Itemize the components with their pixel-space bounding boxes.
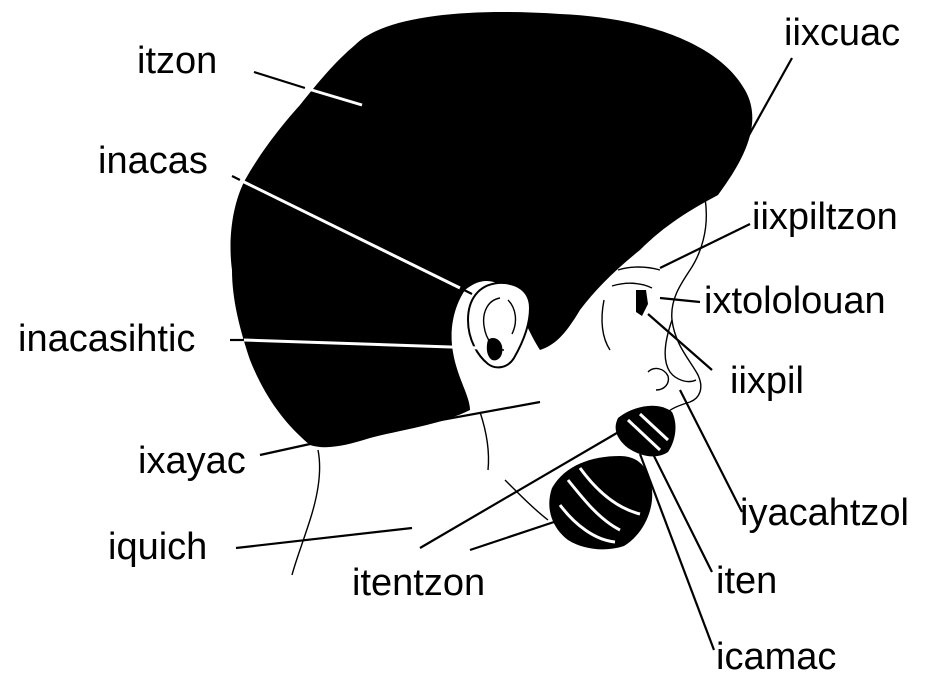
jaw-line (480, 412, 489, 470)
label-ixayac: ixayac (138, 442, 246, 480)
leader-iyacahtzol (680, 390, 742, 512)
beard-shape (549, 456, 652, 549)
cheek-line (602, 300, 610, 350)
leader-itentzon-b (470, 520, 560, 550)
leader-ixayac (260, 444, 310, 455)
leader-ixtololouan (660, 298, 700, 302)
label-inacasihtic: inacasihtic (18, 320, 195, 358)
eyelid-stroke (612, 283, 652, 288)
label-itentzon: itentzon (352, 564, 485, 602)
neck-back-line (292, 450, 320, 575)
nostril-line (648, 369, 668, 390)
leader-iixpil (648, 314, 712, 370)
eye-pupil (636, 290, 648, 316)
leader-inacas (232, 176, 240, 180)
label-iixcuac: iixcuac (784, 14, 900, 52)
face-profile-line (668, 198, 706, 412)
mustache-shape (616, 406, 676, 457)
leader-iquich (236, 528, 412, 548)
leader-itzon (254, 72, 305, 88)
label-ixtololouan: ixtololouan (704, 282, 886, 320)
hair-shape (231, 12, 753, 447)
label-inacas: inacas (98, 142, 208, 180)
label-iquich: iquich (108, 528, 207, 566)
label-iixpiltzon: iixpiltzon (752, 198, 898, 236)
label-iten: iten (716, 562, 777, 600)
label-iixpil: iixpil (730, 362, 804, 400)
label-iyacahtzol: iyacahtzol (740, 494, 909, 532)
eyebrow-stroke (618, 267, 660, 270)
label-itzon: itzon (137, 42, 217, 80)
label-icamac: icamac (716, 638, 836, 676)
